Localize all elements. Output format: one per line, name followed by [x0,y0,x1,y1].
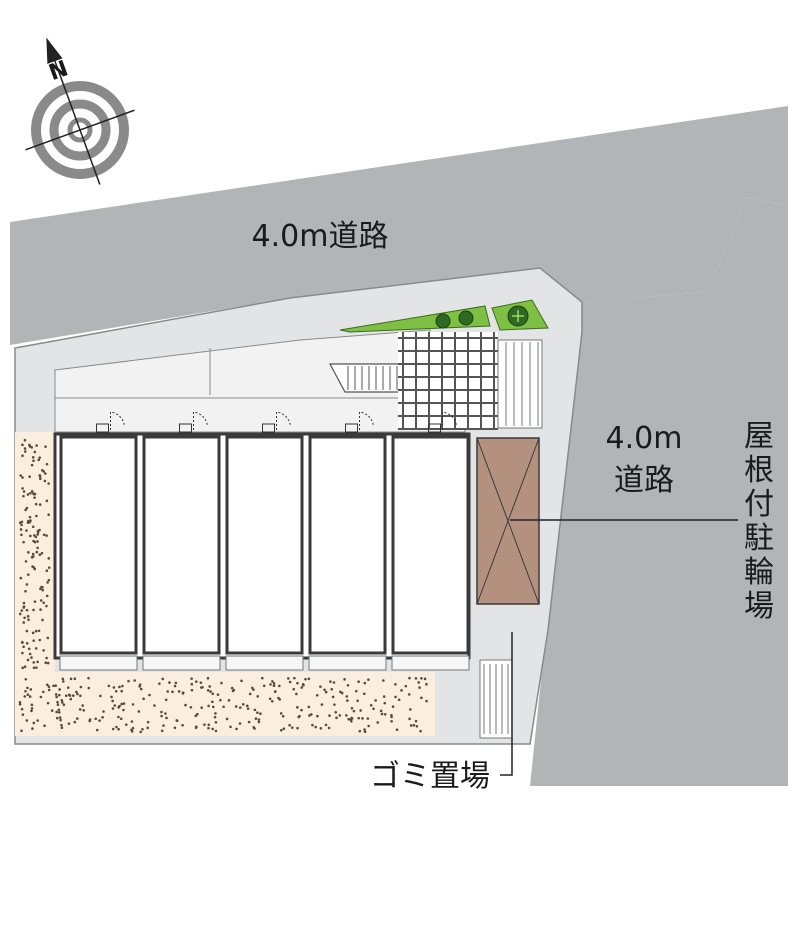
north-road-label: 4.0m道路 [252,219,389,254]
bike-parking-label-char: 駐 [744,521,774,556]
east-road-width-label: 4.0m [606,421,683,456]
door-swing [442,411,457,430]
side-steps [497,339,543,429]
apartment-unit [59,411,138,671]
apartment-unit [142,411,221,671]
planting-bed [339,299,549,333]
apartment-unit [391,411,470,671]
bike-parking-label-char: 輪 [744,555,774,590]
gravel-strip-south [15,672,435,736]
bike-parking-label-char: 根 [744,453,774,488]
door-swing [110,411,125,430]
garbage-area-label: ゴミ置場 [370,759,490,794]
side-step-lines [505,342,539,426]
compass-rose: N [25,37,135,185]
gravel-dots [18,438,428,734]
tile-paving [398,332,498,430]
north-road [10,106,788,345]
bike-parking-label-char: 屋 [744,419,774,454]
garbage-leader [500,632,513,776]
east-road [530,198,788,786]
compass-north-letter: N [46,56,72,86]
bike-parking-label-char: 場 [744,589,774,624]
apartment-unit [225,411,304,671]
apartment-unit [308,411,387,671]
entrance-stairs [328,363,409,393]
units-group [59,411,470,671]
door-swing [193,411,208,430]
east-road-word-label: 道路 [614,463,674,498]
door-swing [359,411,374,430]
garbage-area [479,659,513,739]
bike-parking-label-char: 付 [744,487,774,522]
roofed-bike-parking [476,437,540,605]
door-swing [276,411,291,430]
